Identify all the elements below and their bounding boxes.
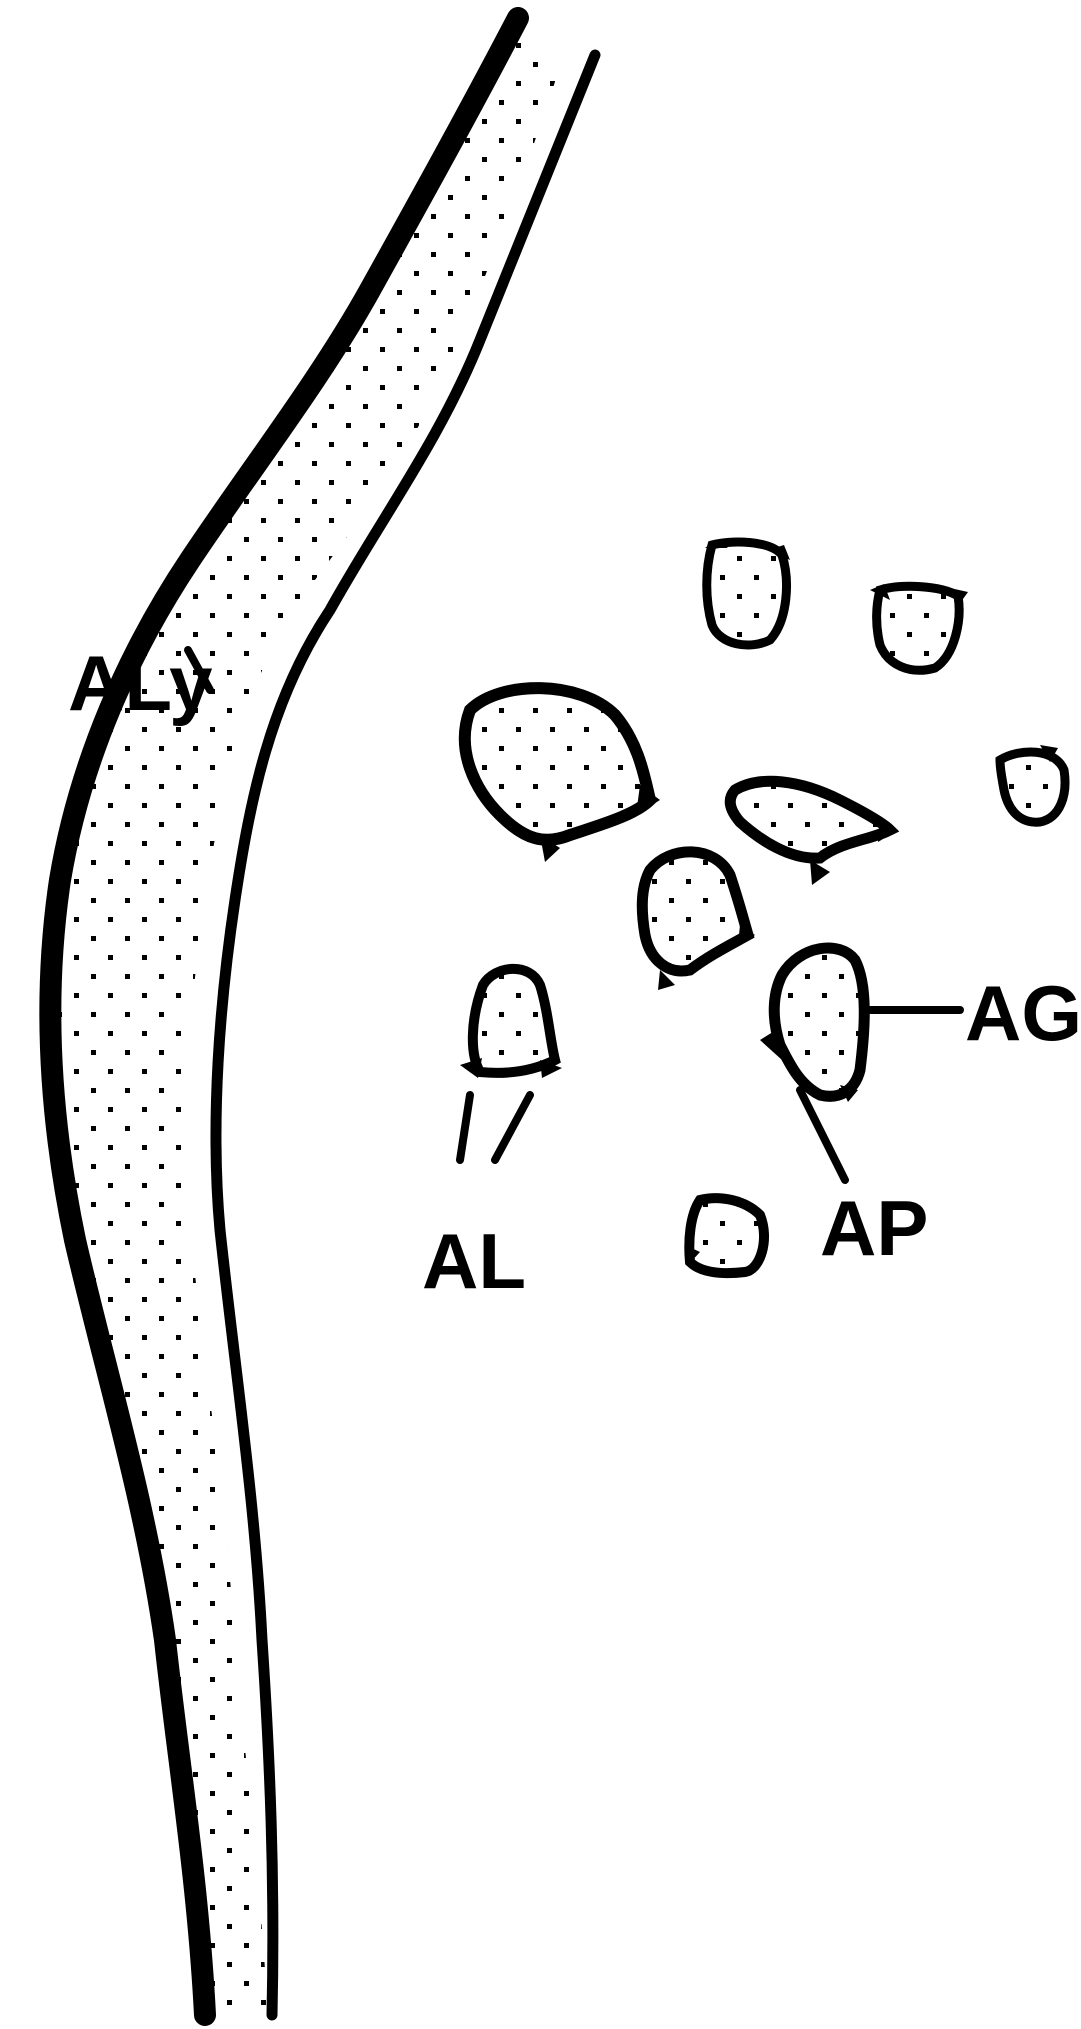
cell: [870, 584, 968, 670]
label-ap: AP: [820, 1184, 928, 1272]
cell: [1000, 745, 1065, 822]
cell-group: [460, 540, 1065, 1273]
cell: [465, 688, 660, 862]
al-leader-left: [460, 1095, 470, 1160]
cell-al: [460, 969, 562, 1078]
label-al: AL: [422, 1217, 526, 1305]
cell: [730, 781, 898, 885]
label-ag: AG: [965, 969, 1081, 1057]
label-aly: ALy: [68, 639, 212, 727]
ap-leader: [800, 1090, 845, 1180]
cell: [685, 1198, 764, 1273]
al-leader-right: [495, 1095, 530, 1160]
cell: [705, 540, 790, 645]
cell-ag: [760, 948, 864, 1102]
cell: [642, 852, 755, 990]
